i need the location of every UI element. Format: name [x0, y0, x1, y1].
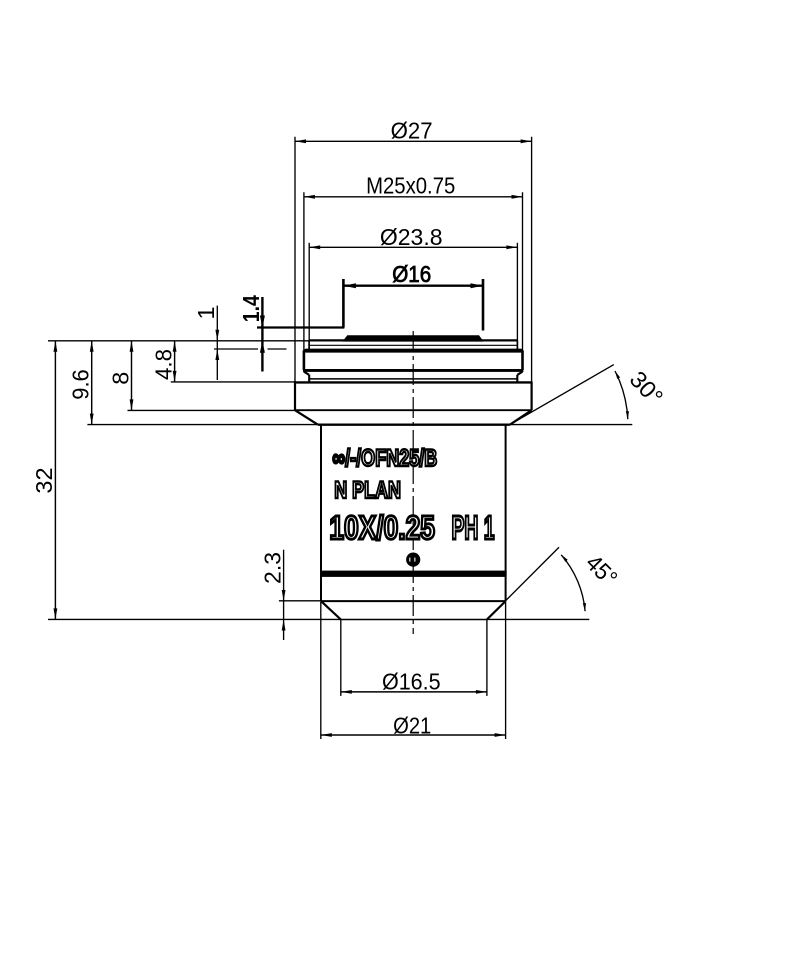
svg-text:9.6: 9.6: [68, 369, 94, 400]
svg-text:∞/-/OFN25/B: ∞/-/OFN25/B: [332, 445, 437, 472]
svg-text:Ø16.5: Ø16.5: [382, 669, 441, 695]
svg-text:Ø21: Ø21: [393, 712, 431, 738]
svg-text:1: 1: [193, 306, 219, 319]
svg-text:Ø23.8: Ø23.8: [380, 224, 443, 250]
svg-text:4.8: 4.8: [150, 349, 176, 380]
svg-text:1.4: 1.4: [238, 295, 264, 322]
svg-text:2.3: 2.3: [259, 552, 285, 584]
svg-text:M25x0.75: M25x0.75: [366, 173, 455, 199]
svg-text:Ø16: Ø16: [392, 261, 431, 287]
svg-text:Ø27: Ø27: [391, 118, 433, 144]
svg-text:N PLAN: N PLAN: [334, 477, 401, 504]
svg-text:32: 32: [31, 467, 57, 493]
svg-text:PH 1: PH 1: [452, 509, 495, 546]
svg-text:8: 8: [107, 372, 133, 385]
svg-text:10X/0.25: 10X/0.25: [329, 509, 435, 546]
